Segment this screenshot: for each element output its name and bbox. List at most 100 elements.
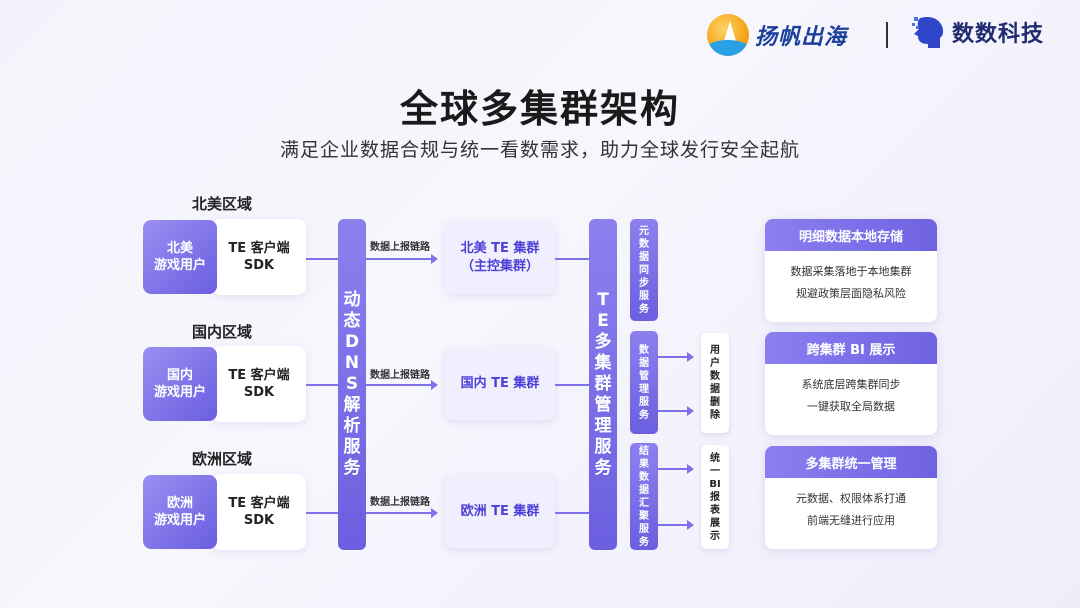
vertical-char: 理	[594, 416, 612, 436]
vertical-char: 解	[343, 395, 361, 415]
vertical-char: 数	[710, 371, 720, 382]
user-box-na: 北美 游戏用户	[143, 220, 217, 294]
vertical-char: 一	[710, 465, 720, 477]
vertical-char: 务	[594, 458, 612, 478]
vertical-char: D	[344, 332, 360, 352]
vertical-char: 结	[639, 445, 649, 457]
vertical-char: BI	[709, 478, 721, 490]
vertical-char: 服	[639, 523, 649, 535]
region-label-cn: 国内区域	[192, 323, 253, 341]
vertical-char: 数	[639, 238, 649, 250]
region-label-na: 北美区域	[192, 195, 253, 213]
vertical-char: T	[597, 290, 609, 310]
connector	[306, 384, 338, 386]
vertical-char: 管	[594, 395, 612, 415]
arrow	[658, 520, 694, 530]
arrow	[366, 508, 438, 518]
user-box-eu: 欧洲 游戏用户	[143, 475, 217, 549]
vertical-char: 删	[710, 397, 720, 408]
card-line: 系统底层跨集群同步	[801, 378, 901, 391]
card-line: 元数据、权限体系打通	[796, 492, 906, 505]
vertical-char: 步	[639, 277, 649, 289]
sdk-box-na: TE 客户端 SDK	[212, 219, 306, 295]
vertical-char: 态	[343, 311, 361, 331]
vertical-char: 管	[639, 370, 649, 382]
card-title: 跨集群 BI 展示	[765, 332, 937, 364]
vertical-char: N	[344, 353, 360, 373]
arrow	[658, 406, 694, 416]
sdk-box-eu: TE 客户端 SDK	[212, 474, 306, 550]
vertical-char: 理	[639, 383, 649, 395]
head-logo-icon	[912, 17, 944, 48]
data-management-service: 数据管理服务	[630, 331, 658, 434]
vertical-char: 据	[639, 484, 649, 496]
yangfan-logo: 扬帆出海	[707, 14, 847, 56]
vertical-char: 析	[343, 416, 361, 436]
vertical-char: 用	[710, 345, 720, 356]
link-label-cn: 数据上报链路	[370, 370, 430, 381]
vertical-char: 务	[639, 409, 649, 421]
vertical-char: 据	[639, 251, 649, 263]
arrow	[658, 352, 694, 362]
vertical-char: S	[345, 374, 359, 394]
sail-logo-icon	[707, 14, 749, 56]
vertical-char: 展	[710, 517, 720, 529]
vertical-char: 数	[639, 344, 649, 356]
vertical-char: 除	[710, 410, 720, 421]
vertical-char: 元	[639, 225, 649, 237]
card-title: 明细数据本地存储	[765, 219, 937, 251]
logo2-text: 数数科技	[952, 22, 1045, 47]
page-title: 全球多集群架构	[399, 87, 680, 131]
arrow	[658, 464, 694, 474]
sdk-box-cn: TE 客户端 SDK	[212, 346, 306, 422]
vertical-char: 务	[639, 303, 649, 315]
vertical-char: 服	[594, 437, 612, 457]
vertical-char: 集	[594, 353, 612, 373]
card-unified-management: 多集群统一管理 元数据、权限体系打通 前端无缝进行应用	[765, 446, 937, 549]
connector	[555, 512, 589, 514]
link-label-eu: 数据上报链路	[370, 497, 430, 508]
user-box-cn: 国内 游戏用户	[143, 347, 217, 421]
vertical-char: 示	[710, 530, 720, 542]
result-aggregation-service: 结果数据汇聚服务	[630, 443, 658, 550]
cluster-cn: 国内 TE 集群	[445, 348, 555, 420]
arrow	[366, 380, 438, 390]
card-title: 多集群统一管理	[765, 446, 937, 478]
logo-divider	[886, 22, 888, 48]
logo1-text: 扬帆出海	[755, 25, 848, 50]
shushu-logo: 数数科技	[912, 14, 1044, 50]
vertical-char: 果	[639, 458, 649, 470]
vertical-char: 统	[710, 452, 720, 464]
card-line: 前端无缝进行应用	[807, 514, 895, 527]
connector	[555, 384, 589, 386]
connector	[306, 258, 338, 260]
vertical-char: 报	[710, 491, 720, 503]
vertical-char: 务	[639, 536, 649, 548]
vertical-char: 动	[343, 290, 361, 310]
card-line: 数据采集落地于本地集群	[790, 265, 912, 278]
arrow	[366, 254, 438, 264]
vertical-char: 据	[710, 384, 720, 395]
metadata-sync-service: 元数据同步服务	[630, 219, 658, 321]
card-line: 一键获取全局数据	[807, 400, 895, 413]
card-local-storage: 明细数据本地存储 数据采集落地于本地集群 规避政策层面隐私风险	[765, 219, 937, 322]
card-line: 规避政策层面隐私风险	[796, 287, 906, 300]
user-data-deletion-box: 用户数据删除	[701, 333, 729, 433]
card-cross-cluster-bi: 跨集群 BI 展示 系统底层跨集群同步 一键获取全局数据	[765, 332, 937, 435]
vertical-char: 户	[710, 358, 720, 369]
vertical-char: 群	[594, 374, 612, 394]
vertical-char: 服	[639, 290, 649, 302]
vertical-char: 多	[594, 332, 612, 352]
vertical-char: 据	[639, 357, 649, 369]
cluster-eu: 欧洲 TE 集群	[445, 476, 555, 548]
vertical-char: 汇	[639, 497, 649, 509]
vertical-char: E	[597, 311, 609, 331]
connector	[555, 258, 589, 260]
link-label-na: 数据上报链路	[370, 242, 430, 253]
vertical-char: 务	[343, 458, 361, 478]
vertical-char: 同	[639, 264, 649, 276]
page-subtitle: 满足企业数据合规与统一看数需求，助力全球发行安全起航	[279, 139, 800, 161]
